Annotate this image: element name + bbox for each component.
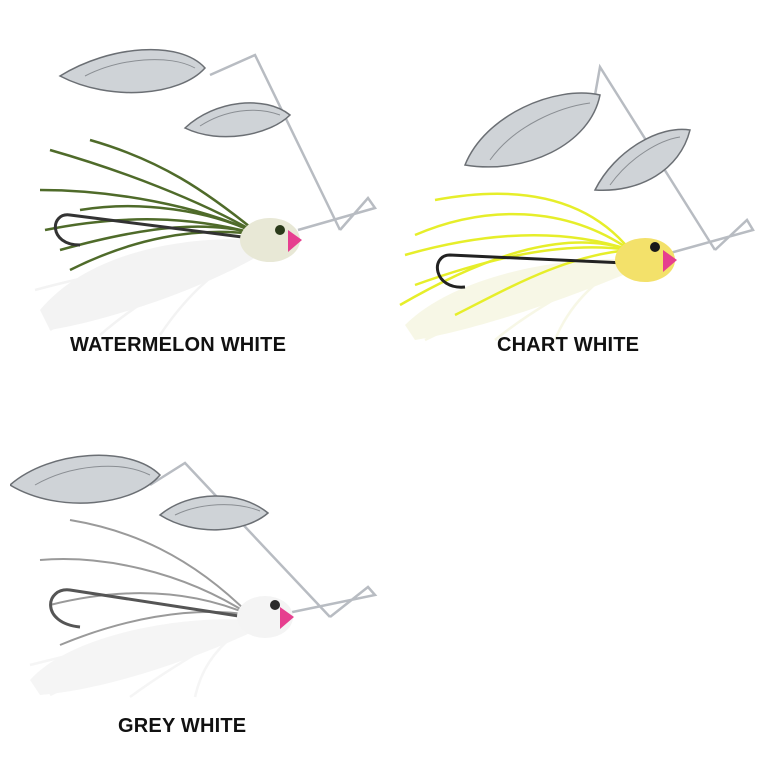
spinnerbait-chart-white — [395, 55, 760, 345]
product-label: CHART WHITE — [497, 334, 640, 356]
blade-large — [463, 92, 601, 168]
product-label: WATERMELON WHITE — [70, 334, 287, 356]
spinnerbait-image — [399, 63, 755, 342]
spinnerbait-image — [10, 454, 378, 699]
blade-small — [593, 128, 691, 191]
blade-small — [183, 102, 292, 138]
spinnerbait-image — [34, 48, 378, 336]
blade-large — [10, 454, 162, 504]
product-label: GREY WHITE — [118, 715, 247, 737]
blade-large — [58, 48, 207, 94]
blade-small — [158, 495, 270, 531]
spinnerbait-watermelon-white — [30, 40, 380, 340]
spinnerbait-grey-white — [10, 445, 380, 700]
